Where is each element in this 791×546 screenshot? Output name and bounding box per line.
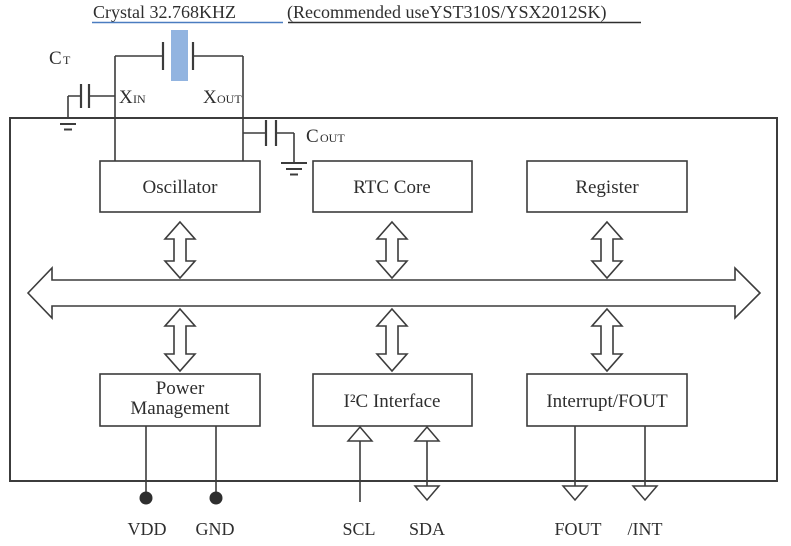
title-link[interactable]: Crystal 32.768KHZ xyxy=(93,2,236,22)
bus-arrow xyxy=(26,266,762,320)
crystal-wires xyxy=(114,55,244,162)
int-arrowhead-down xyxy=(631,485,659,502)
interrupt-fout-label: Interrupt/FOUT xyxy=(546,391,668,412)
pin-wires xyxy=(139,425,659,505)
register-block xyxy=(526,160,688,213)
power-management-block xyxy=(99,373,261,427)
cout-ground-symbol xyxy=(281,162,307,176)
arrow-oscillator-bus xyxy=(163,220,197,280)
fout-label: FOUT xyxy=(554,519,601,539)
fout-arrowhead-down xyxy=(561,485,589,502)
xin-label-main: X xyxy=(119,87,133,108)
crystal-body xyxy=(171,30,188,81)
ct-wires xyxy=(67,95,115,118)
power-management-label-line2: Management xyxy=(130,398,230,419)
oscillator-label: Oscillator xyxy=(143,177,219,198)
power-management-label-line1: Power xyxy=(156,378,205,399)
interrupt-fout-block xyxy=(526,373,688,427)
gnd-dot xyxy=(209,491,223,505)
i2c-interface-block xyxy=(312,373,473,427)
rtc-core-block xyxy=(312,160,473,213)
vdd-label: VDD xyxy=(128,519,167,539)
cout-wires xyxy=(243,132,295,163)
crystal-circuit: C T X IN X OUT C OUT xyxy=(49,30,345,176)
arrow-bus-interrupt-fout xyxy=(590,307,624,373)
vdd-dot xyxy=(139,491,153,505)
title-note: (Recommended useYST310S/YSX2012SK) xyxy=(287,2,606,23)
cout-label-sub: OUT xyxy=(320,131,345,145)
ct-ground-symbol xyxy=(55,117,81,131)
scl-arrowhead-up xyxy=(346,425,374,442)
ct-label-main: C xyxy=(49,48,62,69)
xout-label-sub: OUT xyxy=(217,92,242,106)
cout-label-main: C xyxy=(306,126,319,147)
arrow-bus-power-management xyxy=(163,307,197,373)
sda-label: SDA xyxy=(409,519,445,539)
gnd-label: GND xyxy=(196,519,235,539)
arrow-rtc-core-bus xyxy=(375,220,409,280)
chip-outline xyxy=(9,117,778,482)
ct-label-sub: T xyxy=(63,53,71,67)
rtc-core-label: RTC Core xyxy=(353,177,431,198)
i2c-interface-label: I²C Interface xyxy=(344,391,441,412)
int-label: /INT xyxy=(628,519,663,539)
oscillator-block xyxy=(99,160,261,213)
arrow-register-bus xyxy=(590,220,624,280)
sda-arrowhead-down xyxy=(413,485,441,502)
xout-label-main: X xyxy=(203,87,217,108)
sda-arrowhead-up xyxy=(413,425,441,442)
arrow-bus-i2c-interface xyxy=(375,307,409,373)
register-label: Register xyxy=(575,177,639,198)
scl-label: SCL xyxy=(342,519,375,539)
xin-label-sub: IN xyxy=(133,92,146,106)
